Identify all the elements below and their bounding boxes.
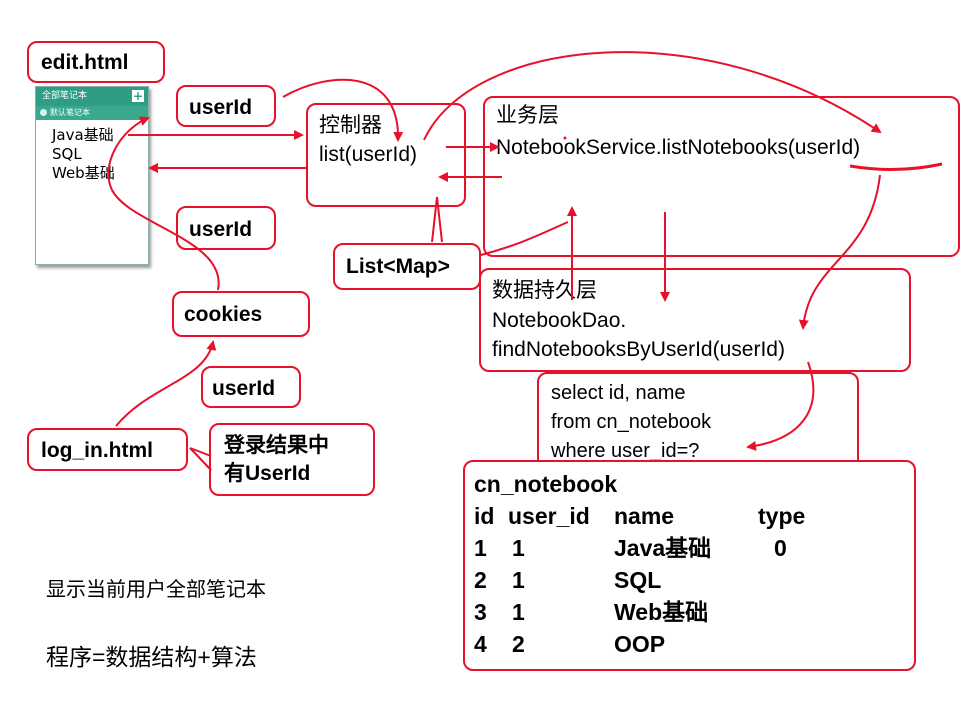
userid-label-bottom: userId (212, 377, 276, 400)
sql-line-1: select id, name (551, 382, 686, 404)
edit-html-label: edit.html (41, 51, 129, 74)
default-notebook-item[interactable]: 默认笔记本 (36, 106, 148, 120)
arrow-login-to-cookies (115, 340, 217, 427)
service-call: NotebookService.listNotebooks(userId) (496, 136, 861, 159)
panel-header: 全部笔记本 + (36, 87, 148, 106)
table-row-1-name: Java基础 (614, 535, 712, 561)
table-row-4-name: OOP (614, 631, 666, 657)
table-box (463, 460, 916, 671)
sql-line-3: where user_id=? (551, 440, 700, 462)
panel-header-title: 全部笔记本 (42, 91, 88, 101)
cookies-box (172, 291, 310, 337)
cookies-label: cookies (184, 303, 263, 326)
notebook-item-sql[interactable]: SQL (52, 145, 82, 163)
table-row-1-type: 0 (774, 535, 787, 561)
table-row-3-user: 1 (512, 599, 525, 625)
userid-label-middle: userId (189, 218, 253, 241)
dao-class: NotebookDao. (492, 309, 627, 332)
login-html-label: log_in.html (41, 439, 153, 462)
dao-title: 数据持久层 (492, 279, 597, 302)
notebook-list: Java基础 SQL Web基础 (36, 120, 148, 183)
table-row-4-user: 2 (512, 631, 525, 657)
col-user-id: user_id (508, 503, 590, 529)
col-type: type (758, 503, 806, 529)
caption-show-notebooks: 显示当前用户全部笔记本 (46, 579, 266, 601)
service-layer-title: 业务层 (496, 104, 559, 127)
notebook-list-panel: 全部笔记本 + 默认笔记本 Java基础 SQL Web基础 (35, 86, 149, 265)
table-name: cn_notebook (474, 471, 618, 497)
notebook-item-java[interactable]: Java基础 (52, 126, 114, 144)
return-type-label: List<Map> (346, 255, 450, 278)
table-row-3-id: 3 (474, 599, 487, 625)
caption-program-formula: 程序=数据结构+算法 (46, 644, 257, 670)
default-notebook-label: 默认笔记本 (50, 108, 90, 117)
controller-title: 控制器 (319, 114, 382, 137)
sql-line-2: from cn_notebook (551, 411, 712, 433)
dao-method: findNotebooksByUserId(userId) (492, 338, 785, 361)
notebook-item-web[interactable]: Web基础 (52, 164, 115, 182)
col-id: id (474, 503, 495, 529)
return-type-box (333, 243, 481, 290)
table-row-2-user: 1 (512, 567, 525, 593)
userid-label-top: userId (189, 96, 253, 119)
table-row-2-id: 2 (474, 567, 487, 593)
table-row-3-name: Web基础 (614, 599, 709, 625)
table-row-1-id: 1 (474, 535, 487, 561)
controller-method: list(userId) (319, 143, 418, 166)
add-notebook-button[interactable]: + (132, 89, 144, 103)
login-note-line2: 有UserId (224, 462, 311, 485)
table-row-1-user: 1 (512, 535, 525, 561)
login-note-pointer (189, 447, 212, 471)
notebook-icon (40, 109, 47, 116)
edit-html-box (27, 41, 165, 83)
login-html-box (27, 428, 188, 471)
table-row-2-name: SQL (614, 567, 662, 593)
col-name: name (614, 503, 675, 529)
login-note-line1: 登录结果中 (224, 434, 329, 457)
table-row-4-id: 4 (474, 631, 487, 657)
